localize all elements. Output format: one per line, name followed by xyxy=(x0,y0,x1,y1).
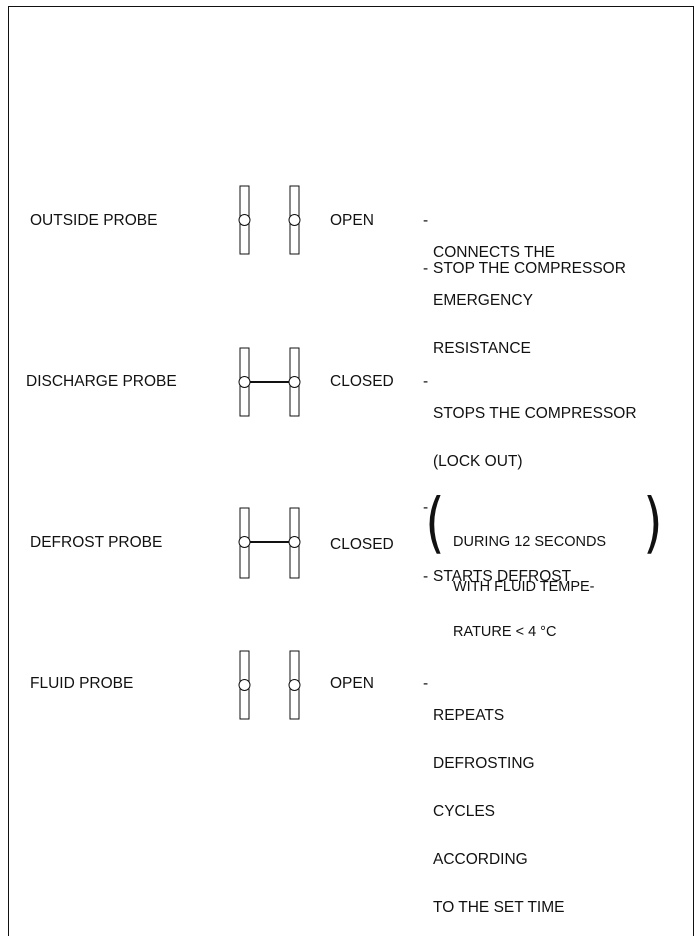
open-contact-symbol-fluid xyxy=(238,650,301,720)
effect-repeats-defrosting: REPEATS DEFROSTING CYCLES ACCORDING TO T… xyxy=(433,676,565,932)
probe-state-fluid: OPEN xyxy=(330,675,374,692)
probe-state-defrost: CLOSED xyxy=(330,536,394,553)
effect-stop-compressor: STOP THE COMPRESSOR xyxy=(433,260,626,277)
probe-name-outside: OUTSIDE PROBE xyxy=(30,212,158,229)
effect-bullet: - xyxy=(423,373,429,390)
contact-circle-left xyxy=(238,214,251,226)
closed-contact-symbol-defrost xyxy=(238,507,301,579)
probe-name-discharge: DISCHARGE PROBE xyxy=(26,373,177,390)
page-frame xyxy=(8,6,694,936)
effect-bullet: - xyxy=(423,568,429,585)
effect-line: EMERGENCY xyxy=(433,292,533,309)
contact-circle-left xyxy=(238,376,251,388)
contact-circle-right xyxy=(288,376,301,388)
condition-line: RATURE < 4 °C xyxy=(453,624,557,640)
probe-name-fluid: FLUID PROBE xyxy=(30,675,134,692)
effect-line: TO THE SET TIME xyxy=(433,899,565,916)
effect-bullet: - xyxy=(423,260,429,277)
probe-state-discharge: CLOSED xyxy=(330,373,394,390)
effect-line: (LOCK OUT) xyxy=(433,453,523,470)
effect-bullet: - xyxy=(423,675,429,692)
effect-line: RESISTANCE xyxy=(433,340,531,357)
condition-line: DURING 12 SECONDS xyxy=(453,534,607,550)
condition-paren-open: ( xyxy=(425,484,445,561)
contact-circle-left xyxy=(238,536,251,548)
effect-line: CONNECTS THE xyxy=(433,244,556,261)
open-contact-symbol-outside xyxy=(238,185,301,255)
contact-circle-left xyxy=(238,679,251,691)
effect-stops-compressor-lockout: STOPS THE COMPRESSOR (LOCK OUT) xyxy=(433,374,637,486)
effect-line: ACCORDING xyxy=(433,851,528,868)
defrost-condition: DURING 12 SECONDS WITH FLUID TEMPE- RATU… xyxy=(453,505,606,655)
probe-name-defrost: DEFROST PROBE xyxy=(30,534,163,551)
effect-line: REPEATS xyxy=(433,707,505,724)
effect-line: CYCLES xyxy=(433,803,496,820)
contact-circle-right xyxy=(288,679,301,691)
probe-state-outside: OPEN xyxy=(330,212,374,229)
effect-bullet: - xyxy=(423,499,429,516)
contact-circle-right xyxy=(288,536,301,548)
condition-line: WITH FLUID TEMPE- xyxy=(453,579,595,595)
effect-bullet: - xyxy=(423,212,429,229)
effect-starts-defrost: STARTS DEFROST xyxy=(433,568,572,585)
condition-paren-close: ) xyxy=(643,484,663,561)
effect-line: DEFROSTING xyxy=(433,755,535,772)
closed-contact-symbol-discharge xyxy=(238,347,301,417)
contact-circle-right xyxy=(288,214,301,226)
effect-line: STOPS THE COMPRESSOR xyxy=(433,405,637,422)
effect-connects-resistance: CONNECTS THE EMERGENCY RESISTANCE xyxy=(433,213,555,373)
